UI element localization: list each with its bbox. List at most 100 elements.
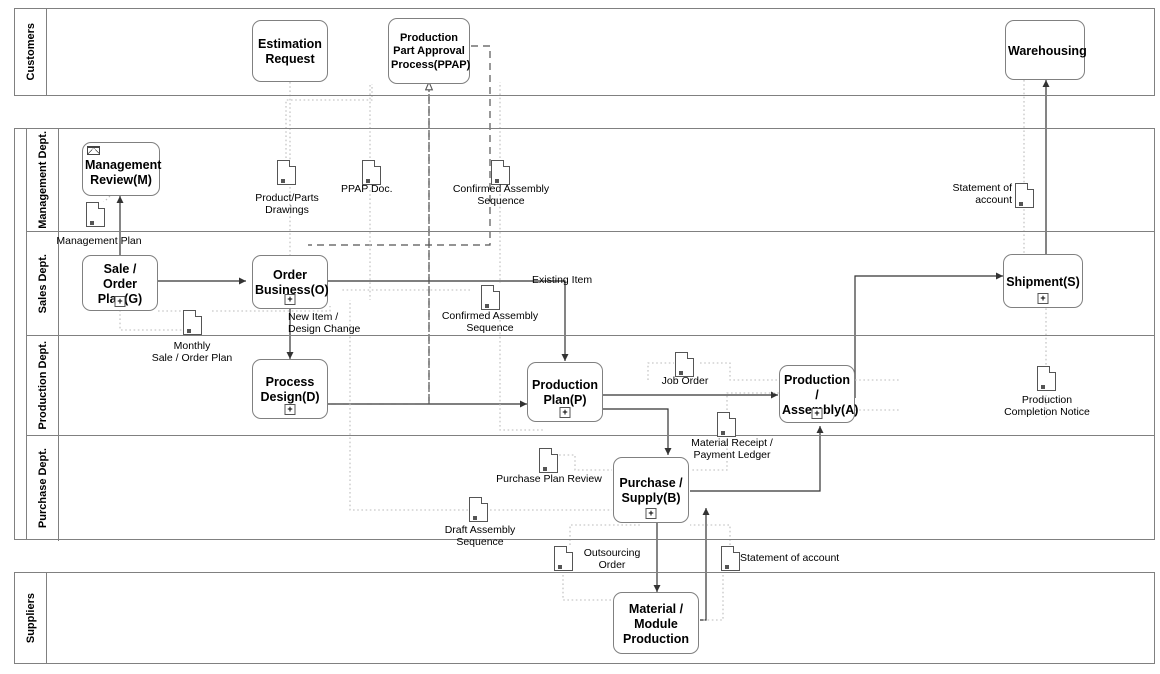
document-fold-icon (98, 202, 105, 209)
data-object-job-order[interactable] (675, 352, 694, 377)
document-fold-icon (1049, 366, 1056, 373)
subprocess-marker-icon: + (559, 407, 571, 418)
data-object-production-completion[interactable] (1037, 366, 1056, 391)
lane-production-label: Production Dept. (36, 341, 49, 430)
document-mark-icon (721, 431, 725, 435)
envelope-icon (87, 146, 100, 155)
data-object-purchase-plan-review[interactable] (539, 448, 558, 473)
task-order-business[interactable]: Order Business(O) + (252, 255, 329, 309)
lane-management-label: Management Dept. (36, 131, 49, 229)
lane-production-header: Production Dept. (27, 336, 59, 435)
edge-label-existing-item: Existing Item (532, 274, 593, 286)
data-object-job-order-label: Job Order (661, 375, 709, 387)
task-order-business-label: Order Business(O) (255, 268, 329, 297)
document-fold-icon (493, 285, 500, 292)
data-object-statement-of-account-2-label: Statement of account (740, 552, 840, 564)
task-warehousing-label: Warehousing (1008, 43, 1087, 58)
data-object-management-plan[interactable] (86, 202, 105, 227)
document-mark-icon (679, 371, 683, 375)
task-ppap[interactable]: Production Part Approval Process(PPAP) (388, 18, 470, 84)
document-fold-icon (551, 448, 558, 455)
task-sale-order-plan[interactable]: Sale / Order Plan(G) + (82, 255, 158, 311)
lane-sales: Sales Dept. (27, 232, 1154, 336)
data-object-outsourcing-order-label: Outsourcing Order (583, 547, 641, 571)
data-object-outsourcing-order[interactable] (554, 546, 573, 571)
data-object-statement-of-account-2[interactable] (721, 546, 740, 571)
lane-purchase: Purchase Dept. (27, 436, 1154, 541)
task-material-module-production[interactable]: Material / Module Production (613, 592, 699, 654)
task-process-design[interactable]: Process Design(D) + (252, 359, 328, 419)
document-mark-icon (558, 565, 562, 569)
pool-customers: Customers (14, 8, 1155, 96)
data-object-product-parts-drawings-label: Product/Parts Drawings (255, 192, 319, 216)
task-ppap-label: Production Part Approval Process(PPAP) (391, 31, 471, 71)
pool-suppliers: Suppliers (14, 572, 1155, 664)
task-production-assembly[interactable]: Production / Assembly(A) + (779, 365, 858, 423)
task-shipment[interactable]: Shipment(S) + (1003, 254, 1083, 308)
task-production-plan[interactable]: Production Plan(P) + (527, 362, 603, 422)
data-object-draft-assembly-seq-label: Draft Assembly Sequence (444, 524, 516, 548)
document-fold-icon (195, 310, 202, 317)
document-mark-icon (543, 467, 547, 471)
pool-suppliers-label: Suppliers (24, 592, 37, 644)
data-object-production-completion-label: Production Completion Notice (1004, 394, 1090, 418)
task-material-module-production-label: Material / Module Production (623, 601, 689, 646)
document-fold-icon (503, 160, 510, 167)
task-shipment-label: Shipment(S) (1006, 274, 1080, 289)
document-mark-icon (281, 179, 285, 183)
pool-suppliers-header: Suppliers (15, 573, 47, 663)
document-fold-icon (566, 546, 573, 553)
pool-company: Management Dept. Sales Dept. Production … (14, 128, 1155, 541)
data-object-statement-of-account-1-label: Statement of account (952, 182, 1012, 206)
data-object-draft-assembly-seq[interactable] (469, 497, 488, 522)
data-object-material-receipt-label: Material Receipt / Payment Ledger (691, 437, 773, 461)
document-fold-icon (733, 546, 740, 553)
data-object-purchase-plan-review-label: Purchase Plan Review (496, 473, 602, 485)
data-object-statement-of-account-1[interactable] (1015, 183, 1034, 208)
document-mark-icon (187, 329, 191, 333)
data-object-ppap-doc[interactable] (362, 160, 381, 185)
task-warehousing[interactable]: Warehousing (1005, 20, 1087, 80)
document-fold-icon (687, 352, 694, 359)
data-object-monthly-sale-order-plan-label: Monthly Sale / Order Plan (151, 340, 233, 364)
document-mark-icon (1019, 202, 1023, 206)
task-purchase-supply[interactable]: Purchase / Supply(B) + (613, 457, 689, 523)
data-object-material-receipt[interactable] (717, 412, 736, 437)
document-fold-icon (289, 160, 296, 167)
document-fold-icon (729, 412, 736, 419)
document-mark-icon (485, 304, 489, 308)
task-management-review-label: Management Review(M) (85, 158, 162, 187)
task-purchase-supply-label: Purchase / Supply(B) (619, 476, 683, 505)
lane-production: Production Dept. (27, 336, 1154, 436)
task-estimation-request[interactable]: Estimation Request (252, 20, 328, 82)
data-object-confirmed-assembly-seq-2-label: Confirmed Assembly Sequence (441, 310, 539, 334)
subprocess-marker-icon: + (645, 508, 657, 519)
subprocess-marker-icon: + (1037, 293, 1049, 304)
subprocess-marker-icon: + (114, 296, 126, 307)
task-process-design-label: Process Design(D) (260, 375, 320, 404)
document-mark-icon (725, 565, 729, 569)
document-mark-icon (473, 516, 477, 520)
data-object-confirmed-assembly-seq-1-label: Confirmed Assembly Sequence (452, 183, 550, 207)
lane-sales-header: Sales Dept. (27, 232, 59, 335)
document-mark-icon (1041, 385, 1045, 389)
subprocess-marker-icon: + (811, 408, 823, 419)
document-fold-icon (1027, 183, 1034, 190)
task-management-review[interactable]: Management Review(M) (82, 142, 162, 196)
data-object-management-plan-label: Management Plan (56, 235, 142, 247)
subprocess-marker-icon: + (284, 294, 296, 305)
data-object-ppap-doc-label: PPAP Doc. (341, 183, 393, 195)
data-object-confirmed-assembly-seq-1[interactable] (491, 160, 510, 185)
document-fold-icon (374, 160, 381, 167)
lane-sales-label: Sales Dept. (36, 253, 49, 314)
lane-purchase-header: Purchase Dept. (27, 436, 59, 541)
data-object-confirmed-assembly-seq-2[interactable] (481, 285, 500, 310)
document-mark-icon (90, 221, 94, 225)
edge-label-new-item-design-change: New Item / Design Change (288, 311, 361, 335)
data-object-monthly-sale-order-plan[interactable] (183, 310, 202, 335)
pool-customers-label: Customers (24, 23, 37, 81)
task-estimation-request-label: Estimation Request (258, 37, 322, 66)
lane-management-header: Management Dept. (27, 129, 59, 231)
data-object-product-parts-drawings[interactable] (277, 160, 296, 185)
